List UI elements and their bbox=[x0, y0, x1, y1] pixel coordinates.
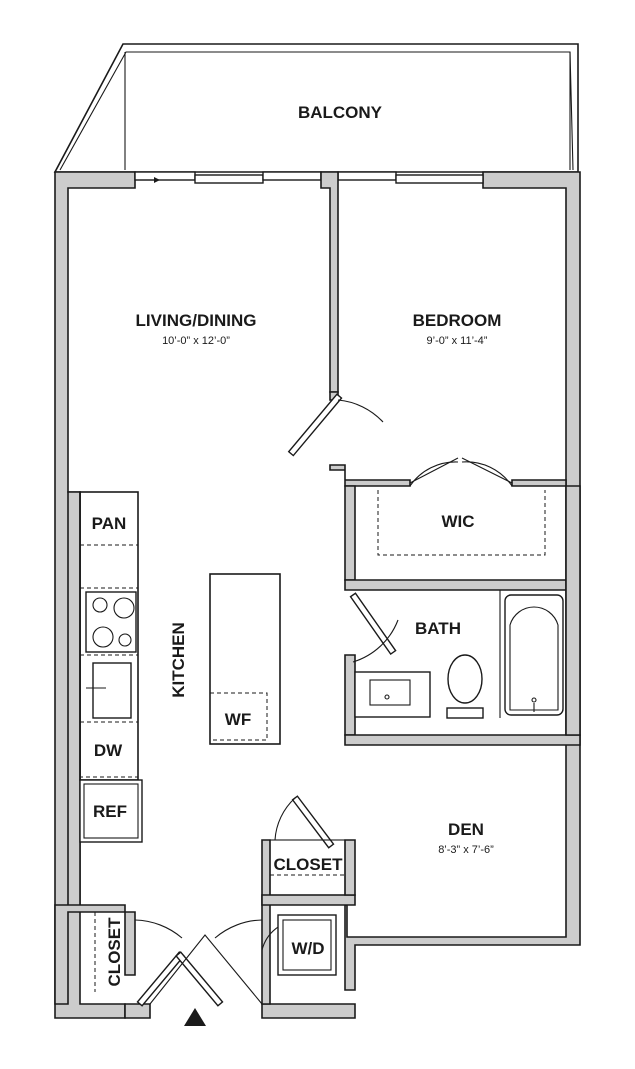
living-dining-dimensions: 10’-0” x 12’-0” bbox=[162, 335, 230, 347]
entry-arrow-icon bbox=[184, 1008, 206, 1026]
kitchen-label: KITCHEN bbox=[169, 622, 188, 698]
pantry-label: PAN bbox=[92, 514, 127, 533]
washer-dryer-label: W/D bbox=[291, 939, 324, 958]
bedroom-dimensions: 9’-0” x 11’-4” bbox=[427, 335, 488, 347]
cooktop bbox=[85, 591, 137, 653]
water-filter-label: WF bbox=[225, 710, 251, 729]
den-dimensions: 8’-3” x 7’-6” bbox=[438, 844, 494, 856]
washer-dryer bbox=[277, 914, 337, 976]
living-dining-label: LIVING/DINING bbox=[136, 311, 257, 330]
interior-walls bbox=[124, 171, 581, 1005]
vanity bbox=[354, 671, 431, 718]
dishwasher-label: DW bbox=[94, 741, 123, 760]
entry-closet-label: CLOSET bbox=[105, 917, 124, 987]
refrigerator bbox=[79, 779, 143, 843]
den-closet-shelf bbox=[269, 839, 346, 896]
bath-label: BATH bbox=[415, 619, 461, 638]
toilet-bowl bbox=[447, 654, 483, 704]
bath-fixtures bbox=[354, 590, 564, 719]
exterior-walls bbox=[54, 171, 581, 1019]
kitchen-sink bbox=[92, 662, 132, 719]
bedroom-label: BEDROOM bbox=[413, 311, 502, 330]
wic-shelf bbox=[377, 490, 546, 556]
kitchen-island bbox=[209, 573, 281, 745]
toilet-tank bbox=[446, 707, 484, 719]
doors bbox=[134, 393, 513, 1007]
bathtub bbox=[504, 594, 564, 716]
kitchen-counters bbox=[79, 491, 143, 843]
refrigerator-label: REF bbox=[93, 802, 127, 821]
balcony-label: BALCONY bbox=[298, 103, 383, 122]
window-strip bbox=[134, 171, 484, 184]
wic-label: WIC bbox=[441, 512, 474, 531]
den-closet-label: CLOSET bbox=[274, 855, 344, 874]
den-label: DEN bbox=[448, 820, 484, 839]
labels: BALCONY LIVING/DINING 10’-0” x 12’-0” BE… bbox=[92, 103, 502, 986]
